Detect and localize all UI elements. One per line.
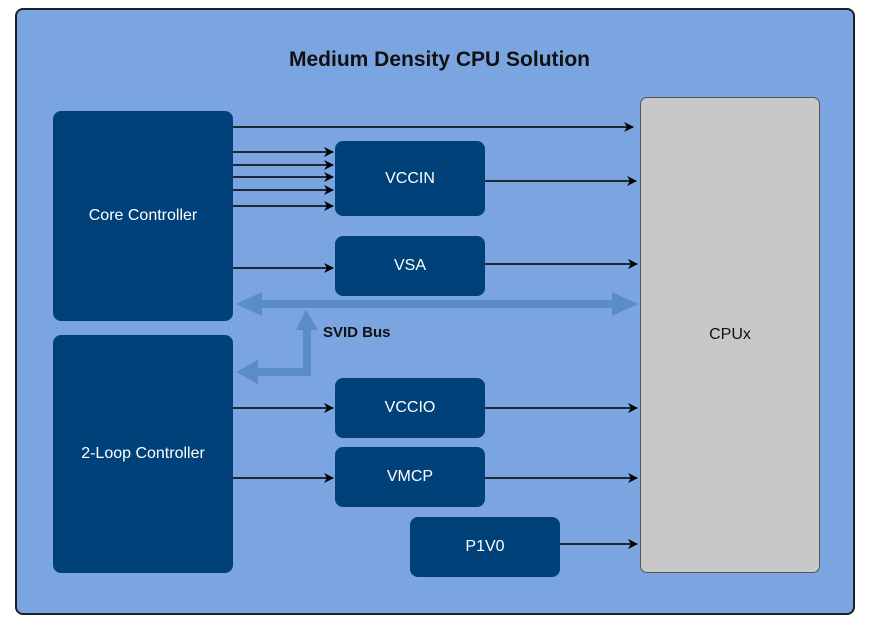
vsa-label: VSA [393,257,426,274]
p1v0-label: P1V0 [465,538,505,555]
vccio-label: VCCIO [384,399,436,416]
core-controller-label: Core Controller [88,207,198,224]
p1v0-block: P1V0 [410,517,560,577]
vmcp-label: VMCP [386,468,434,485]
vccin-label: VCCIN [385,169,435,187]
two-loop-controller-block: 2-Loop Controller [53,335,233,573]
cpu-block: CPUx [640,97,820,573]
svid-bus-main [236,292,638,316]
cpu-label: CPUx [709,326,751,343]
svid-bus-label: SVID Bus [323,324,391,341]
two-loop-controller-label: 2-Loop Controller [81,445,205,462]
vsa-block: VSA [335,236,485,296]
vccin-block: VCCIN [335,141,485,216]
vmcp-block: VMCP [335,447,485,507]
diagram-title: Medium Density CPU Solution [288,48,590,71]
svid-bus-branch [236,310,318,384]
vccio-block: VCCIO [335,378,485,438]
core-controller-block: Core Controller [53,111,233,321]
